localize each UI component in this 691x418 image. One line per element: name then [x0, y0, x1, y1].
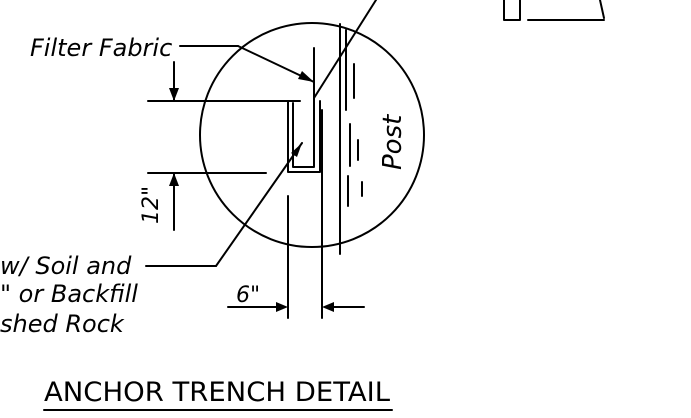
partial-tick-top-right [599, 0, 605, 19]
backfill-arrowhead [291, 143, 302, 157]
backfill-label-line1: w/ Soil and [0, 252, 132, 280]
filter-fabric-label: Filter Fabric [30, 34, 172, 62]
dim-height-arrow-top [169, 88, 179, 101]
partial-item-top-right [503, 0, 521, 21]
dim-width-arrow-right [322, 302, 334, 312]
dim-width-arrow-left [276, 302, 288, 312]
dim-width-label: 6" [236, 283, 260, 308]
dim-height-label: 12" [139, 186, 164, 224]
detail-title: ANCHOR TRENCH DETAIL [44, 377, 390, 408]
backfill-label-line2: " or Backfill [0, 280, 138, 308]
detail-circle [199, 22, 425, 248]
post-label: Post [378, 114, 408, 170]
dim-height-arrow-bottom [169, 173, 179, 186]
backfill-label-line3: shed Rock [0, 310, 125, 338]
trench-outline [287, 100, 321, 173]
backfill-leader-diagonal [215, 142, 303, 267]
fabric-in-trench [292, 100, 315, 168]
filter-fabric-arrowhead [298, 71, 314, 82]
